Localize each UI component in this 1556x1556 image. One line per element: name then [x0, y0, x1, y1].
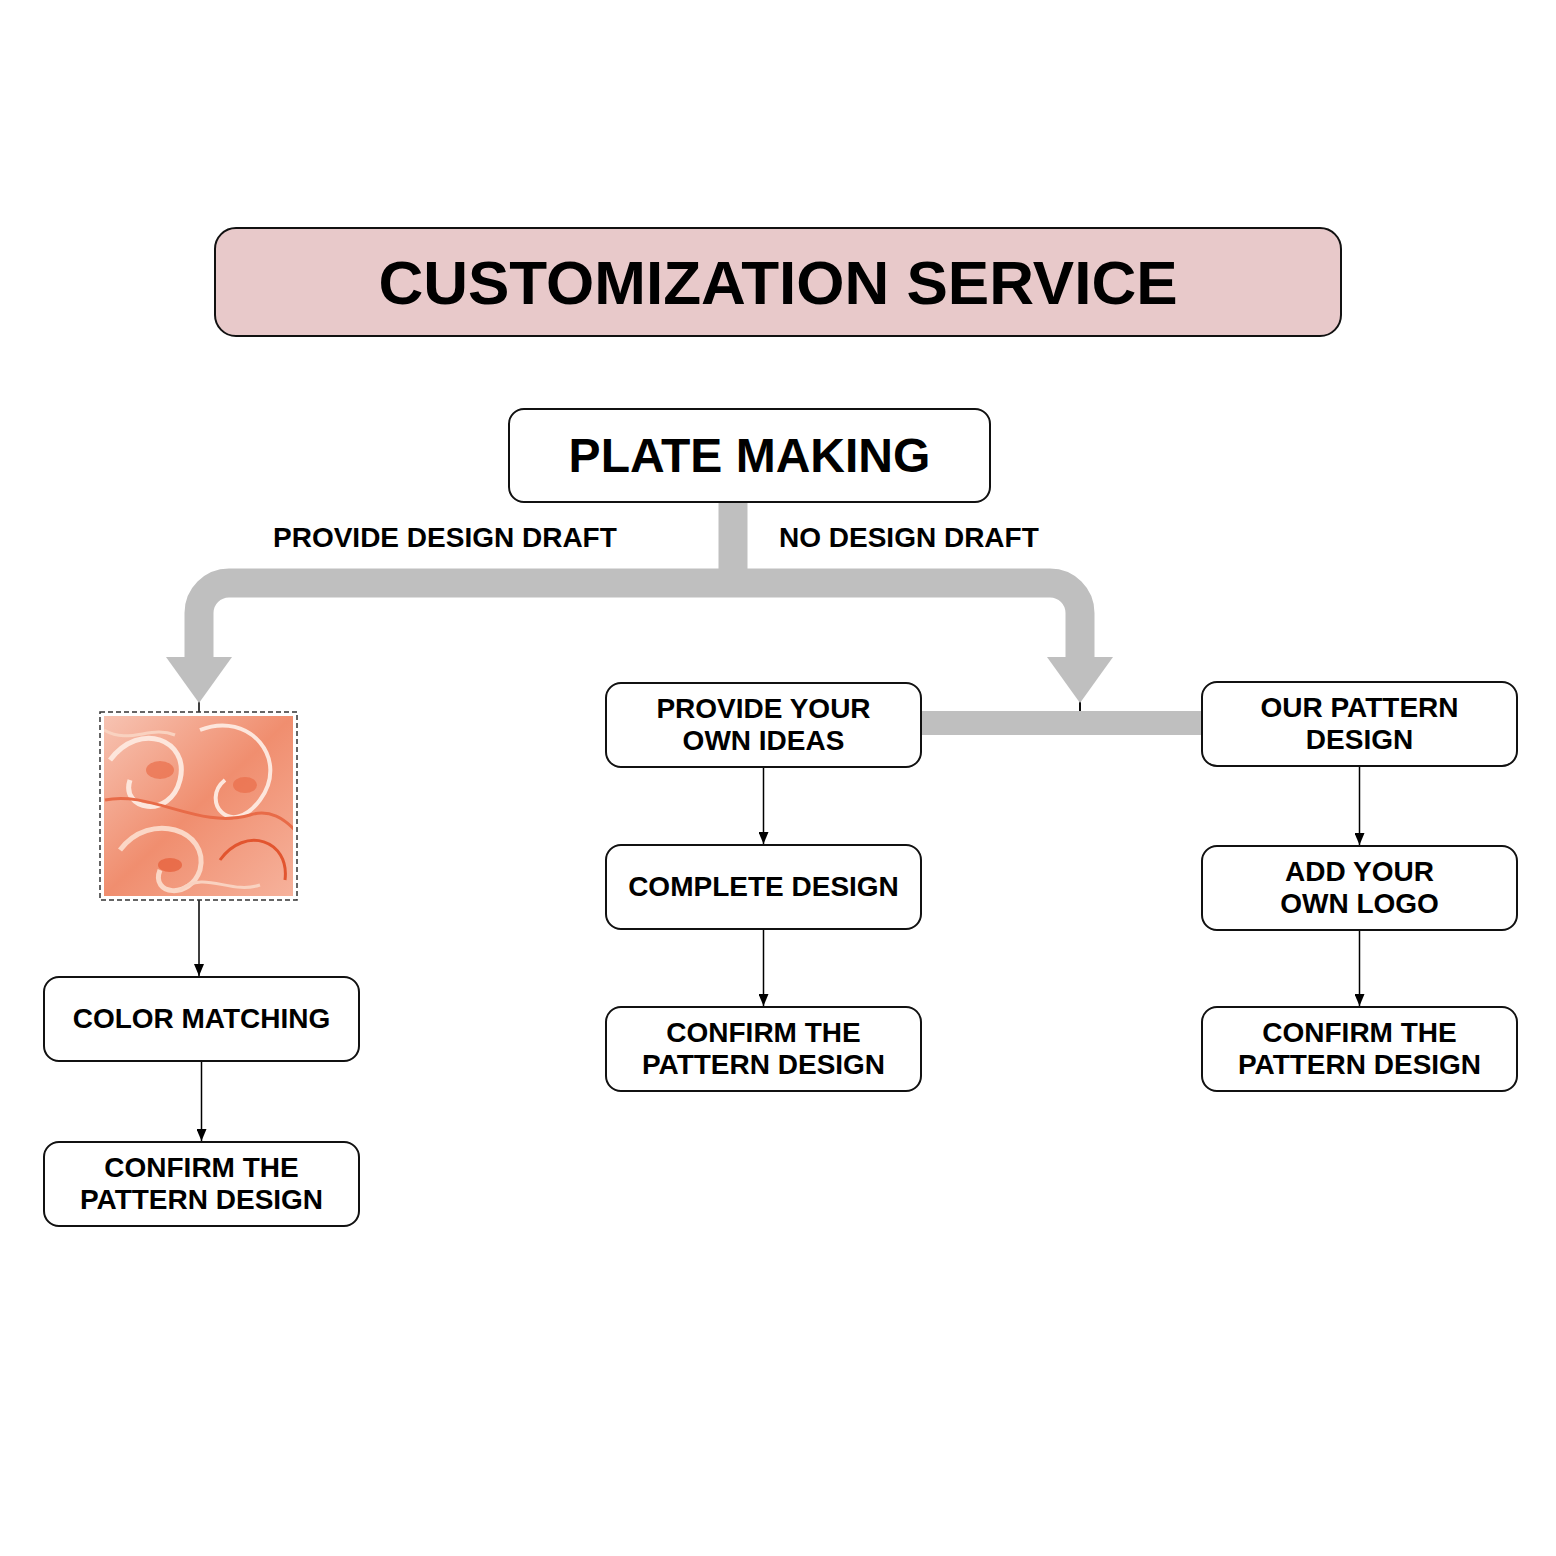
- process-box: CONFIRM THE PATTERN DESIGN: [605, 1006, 922, 1092]
- paisley-curve: [110, 738, 181, 806]
- paisley-curve: [104, 730, 260, 890]
- process-box: COMPLETE DESIGN: [605, 844, 922, 930]
- box-label: CONFIRM THE PATTERN DESIGN: [1215, 1017, 1505, 1081]
- title-banner: CUSTOMIZATION SERVICE: [214, 227, 1342, 337]
- design-draft-illustration: [100, 712, 297, 900]
- paisley-curve: [105, 798, 293, 830]
- box-label: OUR PATTERN DESIGN: [1215, 692, 1505, 756]
- branch-label: NO DESIGN DRAFT: [779, 522, 1039, 554]
- diagram-title: CUSTOMIZATION SERVICE: [378, 247, 1177, 318]
- flow-arrowhead: [1047, 657, 1113, 703]
- paisley-curve: [220, 840, 285, 880]
- process-box: COLOR MATCHING: [43, 976, 360, 1062]
- box-label: ADD YOUR OWN LOGO: [1260, 856, 1460, 920]
- process-box: PLATE MAKING: [508, 408, 991, 503]
- box-label: PLATE MAKING: [569, 440, 931, 472]
- box-label: COLOR MATCHING: [73, 1003, 331, 1035]
- paisley-curve: [120, 828, 201, 890]
- process-box: OUR PATTERN DESIGN: [1201, 681, 1518, 767]
- joining-bar: [920, 711, 1203, 735]
- box-label: COMPLETE DESIGN: [628, 871, 899, 903]
- flow-connector: [763, 768, 765, 844]
- box-label: PROVIDE YOUR OWN IDEAS: [634, 693, 894, 757]
- paisley-dot: [233, 777, 257, 793]
- flow-connector: [1359, 767, 1361, 845]
- process-box: CONFIRM THE PATTERN DESIGN: [1201, 1006, 1518, 1092]
- flow-connector: [201, 1062, 203, 1141]
- paisley-curve: [200, 725, 270, 817]
- process-box: ADD YOUR OWN LOGO: [1201, 845, 1518, 931]
- flow-connector: [763, 930, 765, 1006]
- branch-label: PROVIDE DESIGN DRAFT: [273, 522, 617, 554]
- flow-connector: [1359, 931, 1361, 1006]
- process-box: PROVIDE YOUR OWN IDEAS: [605, 682, 922, 768]
- process-box: CONFIRM THE PATTERN DESIGN: [43, 1141, 360, 1227]
- box-label: CONFIRM THE PATTERN DESIGN: [57, 1152, 347, 1216]
- dashed-frame: [100, 712, 297, 900]
- flow-arrowhead: [166, 657, 232, 703]
- fabric-swatch: [104, 716, 293, 896]
- box-label: CONFIRM THE PATTERN DESIGN: [619, 1017, 909, 1081]
- paisley-dot: [146, 761, 174, 779]
- paisley-dot: [158, 858, 182, 872]
- flow-band: [199, 583, 1080, 660]
